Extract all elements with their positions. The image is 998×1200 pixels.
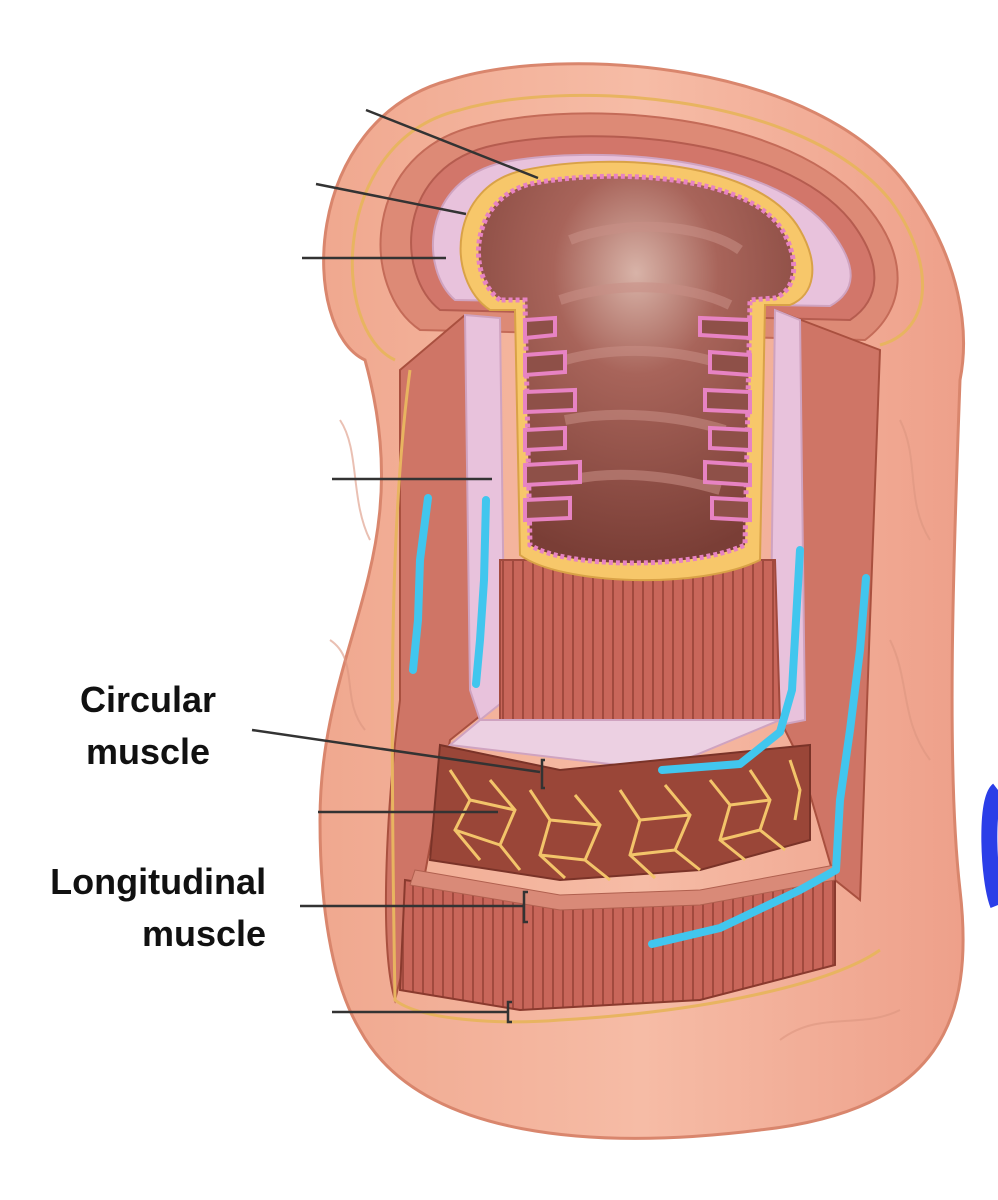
circular-muscle-label: Circular muscle	[80, 674, 216, 778]
longitudinal-muscle-label-line2: muscle	[142, 913, 267, 954]
myenteric-plexus	[448, 759, 802, 882]
highlight-right-outer	[648, 574, 870, 948]
outer-veins	[329, 419, 931, 1041]
leader-line-1	[365, 108, 539, 180]
longitudinal-muscle-label: Longitudinal muscle	[22, 856, 266, 960]
dotted-layer	[409, 864, 836, 911]
leader-line-2	[315, 182, 467, 216]
blue-circle-edge	[981, 783, 998, 908]
villi-left	[523, 315, 582, 523]
villi-right	[698, 315, 752, 523]
highlight-right-inner	[658, 546, 804, 774]
longitudinal-muscle-label-line1: Longitudinal	[50, 861, 267, 902]
highlight-left-outer	[409, 494, 432, 674]
leader-lines	[251, 108, 545, 1024]
leader-line-circular	[251, 728, 541, 774]
circular-muscle-block	[428, 743, 811, 882]
bracket-circular	[540, 758, 545, 790]
bracket-serosa	[506, 1000, 512, 1024]
bracket-longitudinal	[522, 890, 528, 924]
highlight-strokes	[409, 494, 870, 948]
circular-muscle-label-line1: Circular	[80, 679, 217, 720]
circular-muscle-label-line2: muscle	[85, 731, 211, 772]
serosa-rim	[350, 93, 925, 362]
inner-muscle-tube	[499, 559, 782, 721]
highlight-left-inner	[472, 496, 490, 688]
